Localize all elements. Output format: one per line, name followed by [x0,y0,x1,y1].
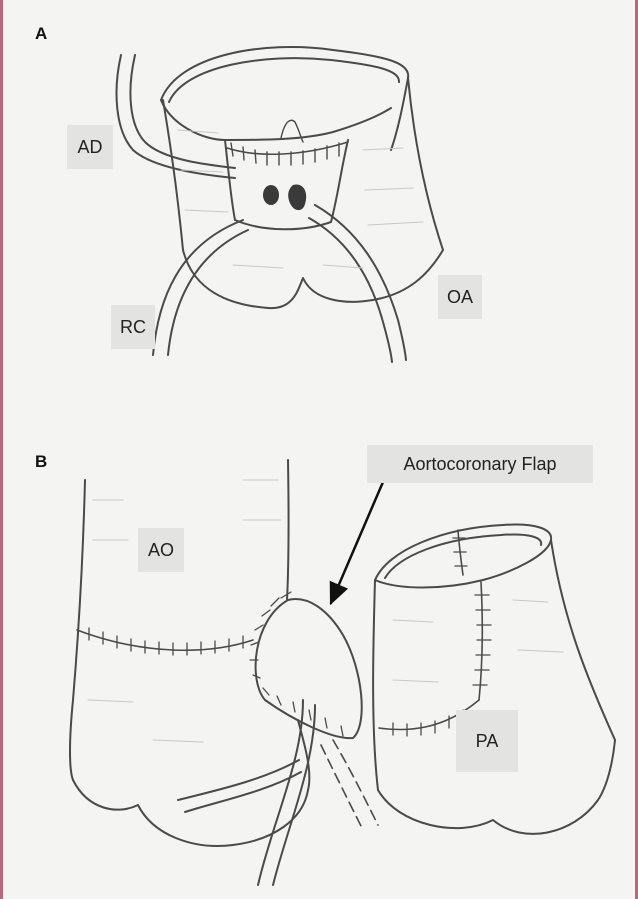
pa-left-wall [373,580,378,790]
label-pa: PA [456,710,518,772]
pa-right-wall [551,540,615,740]
aorta-right-wall [408,78,443,250]
panel-b-shading [88,480,563,742]
panel-a-letter: A [35,24,47,44]
panel-a-drawing [117,47,443,362]
dashed-vessel-a [321,745,363,830]
oa-vessel-inner [309,218,392,362]
patch-suture-top [227,142,348,154]
aortic-rim-lower [161,100,391,140]
flap-stitches [250,592,343,736]
ad-vessel-inner [130,55,235,168]
coronary-vessel-inner [273,705,315,885]
coronary-branch [178,760,299,800]
label-oa: OA [438,275,482,319]
panel-b-drawing [70,460,615,885]
ad-vessel-outer [117,55,235,178]
coronary-branch-inner [185,772,301,812]
panel-b-letter: B [35,452,47,472]
aortic-rim-inner [169,58,399,102]
label-ad: AD [67,125,113,169]
aortocoronary-flap [256,599,362,738]
oa-vessel-outer [315,205,406,360]
rc-vessel-inner [168,230,248,355]
aortic-cusps [183,250,443,308]
left-coronary-ostium [263,185,279,205]
label-aortocoronary-flap: Aortocoronary Flap [367,445,593,483]
label-rc: RC [111,305,155,349]
right-coronary-ostium [288,184,306,210]
pa-stitches [393,538,491,736]
ao-right-wall [287,460,289,600]
label-ao: AO [138,528,184,572]
aorta-left-wall [163,100,183,250]
pa-vertical-suture [479,582,482,700]
